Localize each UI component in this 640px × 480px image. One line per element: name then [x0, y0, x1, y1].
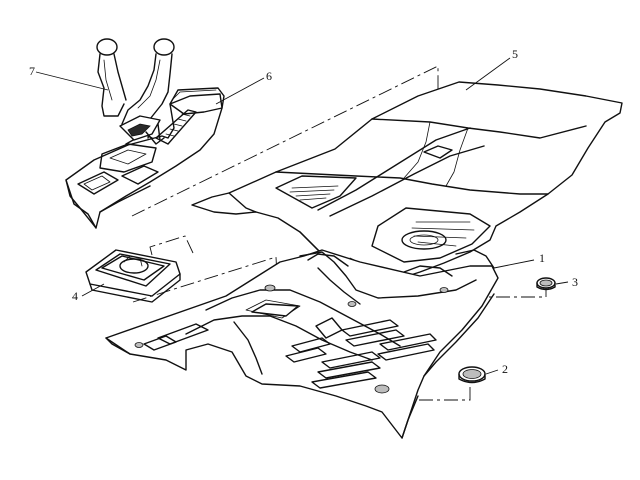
grommet-small	[536, 277, 556, 291]
callout-2: 2	[502, 362, 508, 376]
floor-carpet	[191, 81, 623, 285]
callout-6: 6	[266, 69, 272, 83]
callout-3: 3	[572, 275, 578, 289]
callout-leaders	[35, 57, 569, 375]
callout-1: 1	[539, 251, 545, 265]
centre-console	[65, 87, 225, 229]
gear-lever-and-boot	[96, 38, 175, 145]
floor-panel	[105, 249, 499, 439]
callout-7: 7	[29, 64, 35, 78]
shift-seal-plate	[85, 249, 181, 303]
grommet-large	[458, 366, 486, 384]
callout-4: 4	[72, 289, 78, 303]
callout-labels: 1 2 3 4 5 6 7	[29, 47, 578, 376]
callout-5: 5	[512, 47, 518, 61]
